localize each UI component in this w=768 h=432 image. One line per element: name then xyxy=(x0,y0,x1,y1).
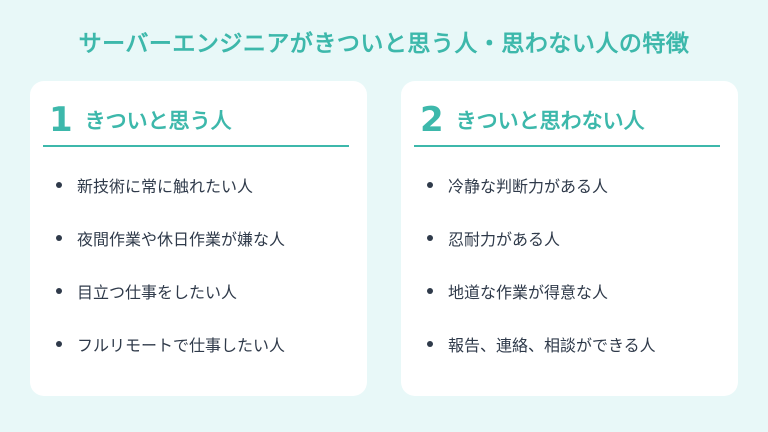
list-item: 新技術に常に触れたい人 xyxy=(56,173,285,226)
card-number: 2 xyxy=(420,100,444,140)
card-header: 1 きついと思う人 xyxy=(43,99,349,147)
list-item: 冷静な判断力がある人 xyxy=(427,173,656,226)
page-title: サーバーエンジニアがきついと思う人・思わない人の特徴 xyxy=(78,31,690,57)
item-text: 地道な作業が得意な人 xyxy=(448,283,609,302)
card-number: 1 xyxy=(49,100,73,140)
bullet-icon xyxy=(427,235,433,241)
card-find-hard: 1 きついと思う人 新技術に常に触れたい人 夜間作業や休日作業が嫌な人 目立つ仕… xyxy=(30,81,367,396)
item-text: 冷静な判断力がある人 xyxy=(448,177,609,196)
bullet-icon xyxy=(56,288,62,294)
list-item: 目立つ仕事をしたい人 xyxy=(56,279,285,332)
bullet-icon xyxy=(56,235,62,241)
item-list: 新技術に常に触れたい人 夜間作業や休日作業が嫌な人 目立つ仕事をしたい人 フルリ… xyxy=(56,173,285,385)
list-item: 夜間作業や休日作業が嫌な人 xyxy=(56,226,285,279)
card-heading: きついと思わない人 xyxy=(455,109,645,133)
item-text: フルリモートで仕事したい人 xyxy=(77,336,286,355)
item-text: 目立つ仕事をしたい人 xyxy=(77,283,238,302)
bullet-icon xyxy=(56,182,62,188)
bullet-icon xyxy=(427,341,433,347)
item-text: 忍耐力がある人 xyxy=(448,230,561,249)
card-not-hard: 2 きついと思わない人 冷静な判断力がある人 忍耐力がある人 地道な作業が得意な… xyxy=(401,81,738,396)
card-heading: きついと思う人 xyxy=(84,109,232,133)
list-item: 忍耐力がある人 xyxy=(427,226,656,279)
list-item: 地道な作業が得意な人 xyxy=(427,279,656,332)
bullet-icon xyxy=(427,288,433,294)
item-text: 報告、連絡、相談ができる人 xyxy=(448,336,656,355)
bullet-icon xyxy=(427,182,433,188)
list-item: フルリモートで仕事したい人 xyxy=(56,332,285,385)
card-header: 2 きついと思わない人 xyxy=(414,99,720,147)
item-list: 冷静な判断力がある人 忍耐力がある人 地道な作業が得意な人 報告、連絡、相談がで… xyxy=(427,173,656,385)
item-text: 夜間作業や休日作業が嫌な人 xyxy=(77,230,286,249)
bullet-icon xyxy=(56,341,62,347)
list-item: 報告、連絡、相談ができる人 xyxy=(427,332,656,385)
item-text: 新技術に常に触れたい人 xyxy=(77,177,254,196)
